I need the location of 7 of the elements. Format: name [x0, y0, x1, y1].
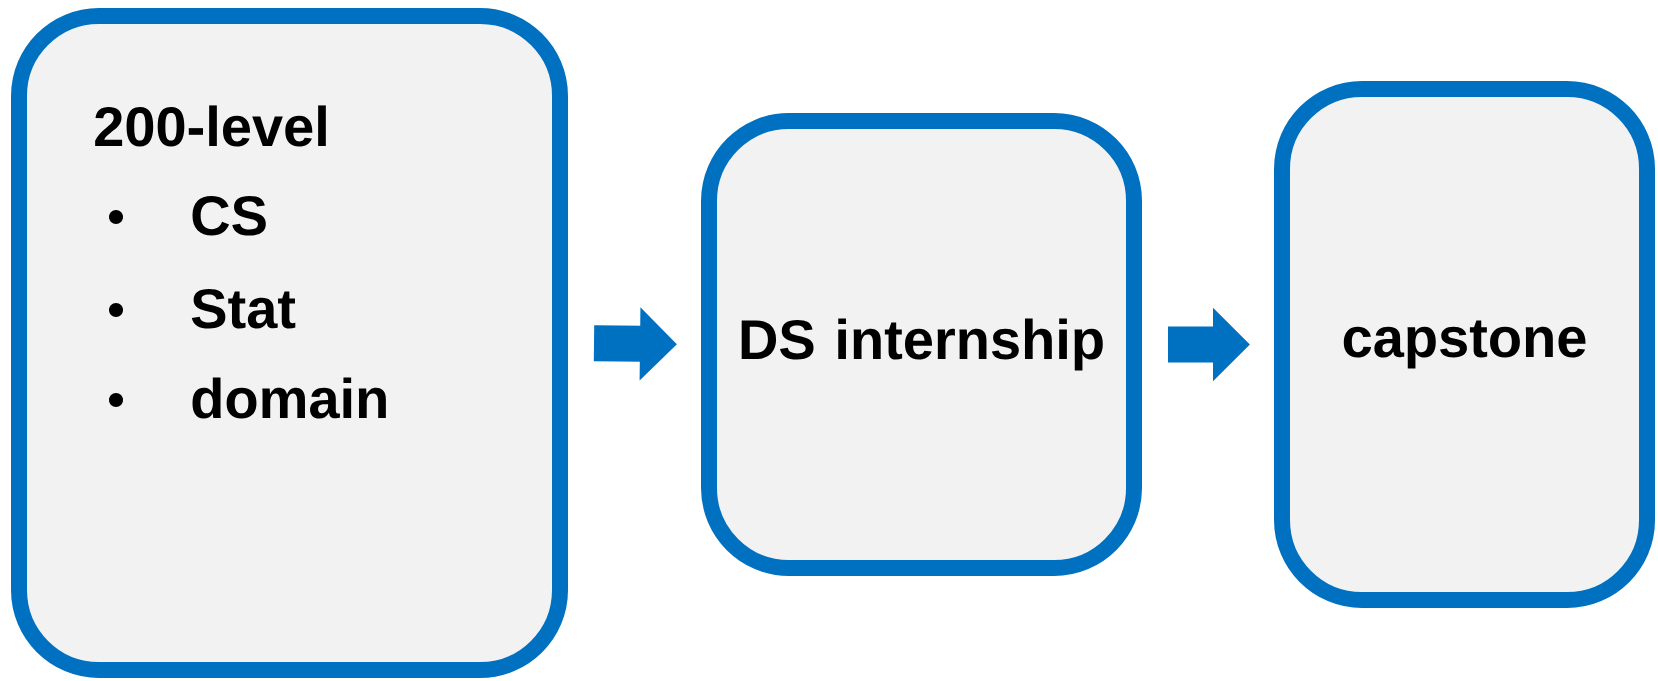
- list-item: domain: [192, 377, 386, 419]
- process-box: [11, 8, 568, 678]
- list-item: CS: [192, 195, 266, 236]
- list-item: Stat: [191, 288, 296, 329]
- process-box: capstone: [1274, 81, 1655, 608]
- process-box: DS internship: [701, 113, 1142, 576]
- heading: 200-level: [95, 105, 326, 147]
